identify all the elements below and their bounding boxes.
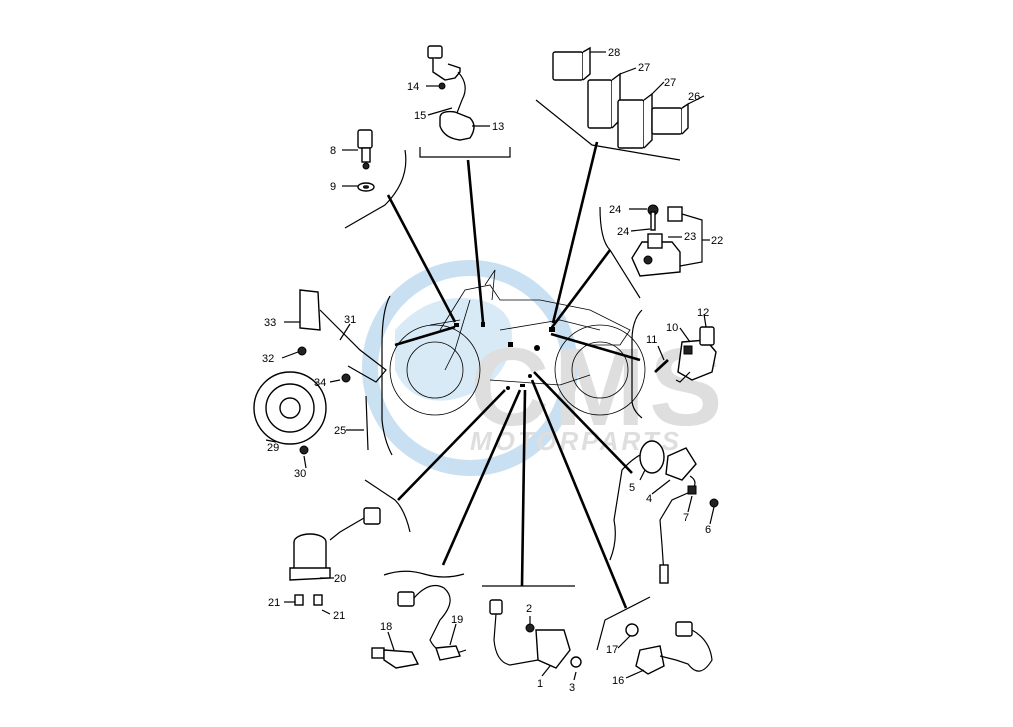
callout-3: 3 (569, 682, 575, 694)
callout-16: 16 (612, 675, 624, 687)
callout-28: 28 (608, 47, 620, 59)
callout-26: 26 (688, 91, 700, 103)
callout-30: 30 (294, 468, 306, 480)
callout-24-top: 24 (609, 204, 621, 216)
callout-4: 4 (646, 493, 652, 505)
location-markers (454, 322, 555, 390)
watermark: CMS MOTORPARTS (362, 260, 722, 476)
callout-6: 6 (705, 524, 711, 536)
callout-8: 8 (330, 145, 336, 157)
switch-1-group (489, 599, 582, 681)
callout-23: 23 (684, 231, 696, 243)
sensor-8-group (342, 129, 375, 192)
callout-33: 33 (264, 317, 276, 329)
callout-34: 34 (314, 377, 326, 389)
callout-24-mid: 24 (617, 226, 629, 238)
leader-lines (386, 141, 641, 609)
callout-27-right: 27 (664, 77, 676, 89)
callout-21-right: 21 (333, 610, 345, 622)
callout-32: 32 (262, 353, 274, 365)
sensor-18-group (371, 585, 467, 669)
solenoid-20-group (284, 507, 381, 615)
callout-21-left: 21 (268, 597, 280, 609)
sensor-16-group (617, 621, 713, 679)
callout-14: 14 (407, 81, 419, 93)
callout-18: 18 (380, 621, 392, 633)
callout-27-left: 27 (638, 62, 650, 74)
callout-2: 2 (526, 603, 532, 615)
callout-29: 29 (267, 442, 279, 454)
callout-22: 22 (711, 235, 723, 247)
sensor-10-group (654, 313, 717, 383)
callout-20: 20 (334, 573, 346, 585)
callout-10: 10 (666, 322, 678, 334)
callout-12: 12 (697, 307, 709, 319)
callout-7: 7 (683, 512, 689, 524)
callout-17: 17 (606, 644, 618, 656)
callout-13: 13 (492, 121, 504, 133)
callout-19: 19 (451, 614, 463, 626)
callout-11: 11 (646, 334, 657, 346)
callout-25: 25 (334, 425, 346, 437)
callout-1: 1 (537, 678, 543, 690)
motorcycle-outline (389, 269, 646, 416)
callout-15: 15 (414, 110, 426, 122)
group-brackets (344, 99, 681, 651)
horn-group (253, 289, 387, 469)
starter-relay-group (629, 204, 710, 277)
sensor-4-group (639, 440, 719, 584)
sensor-13-group (426, 45, 490, 141)
relay-group (552, 46, 705, 149)
callout-31: 31 (344, 314, 356, 326)
callout-5: 5 (629, 482, 635, 494)
callout-9: 9 (330, 181, 336, 193)
callout-labels: 1 2 3 4 5 6 7 8 9 10 11 12 13 14 15 16 1… (262, 47, 723, 694)
